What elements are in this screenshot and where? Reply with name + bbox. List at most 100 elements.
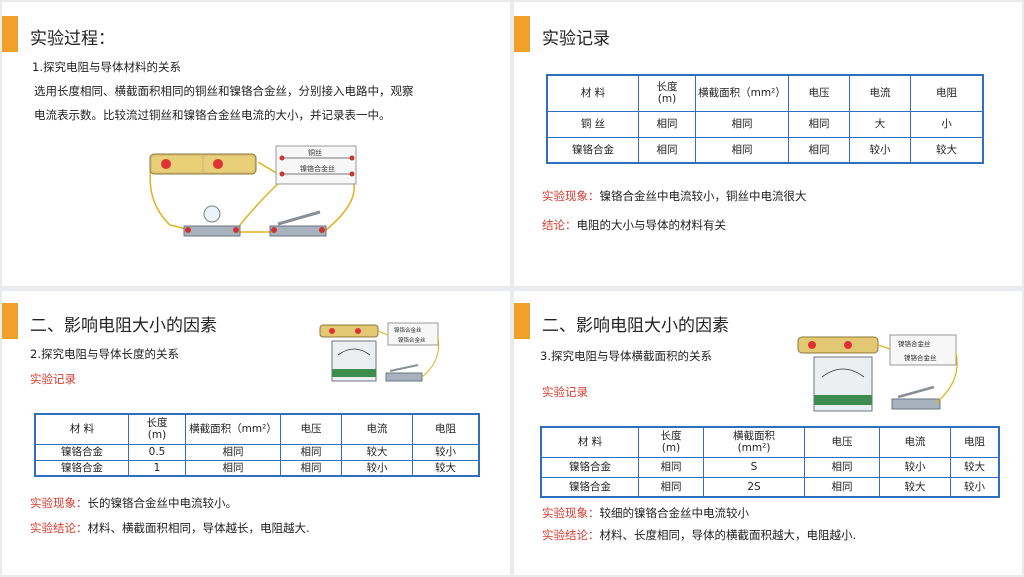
wire-board [387,322,439,346]
ammeter-circuit-illustration: 镍铬合金丝 镍铬合金丝 [797,334,958,412]
table-header: 电流 [341,413,413,445]
switch-base [385,372,423,382]
table-cell: 相同 [804,456,880,478]
table-header: 横截面积（mm²） [185,413,281,445]
record-heading: 实验记录 [542,385,588,399]
table-row: 镍铬合金 0.5 相同 相同 较大 较小 [34,443,480,461]
conclusion-line: 实验结论：材料、长度相同，导体的横截面积越大，电阻越小. [542,527,856,543]
slide-title: 实验过程： [30,29,115,49]
wire-label-copper: 铜丝 [308,148,322,157]
slide-title: 二、影响电阻大小的因素 [30,316,217,336]
table-cell: S [703,456,805,478]
wire-label-nichrome: 镍铬合金丝 [398,336,426,344]
table-row: 铜 丝 相同 相同 相同 大 小 [546,110,984,138]
conclusion-text: 电阻的大小与导体的材料有关 [576,218,727,232]
table-cell: 较大 [879,476,951,498]
record-table: 材 料 长度 (m) 横截面积（mm²） 电压 电流 电阻 镍铬合金 0.5 相… [34,413,480,477]
title-accent-bar [514,303,530,339]
phenomenon-label: 实验现象： [542,506,600,520]
ammeter-circuit-illustration: 镍铬合金丝 镍铬合金丝 [319,322,440,382]
table-cell: 相同 [695,110,789,138]
table-header: 电压 [788,74,850,112]
table-cell: 大 [849,110,911,138]
conclusion-label: 实验结论： [542,528,600,542]
table-header: 电压 [280,413,342,445]
table-header: 材 料 [34,413,129,445]
conclusion-line: 实验结论：材料、横截面积相同，导体越长，电阻越大. [30,520,310,536]
table-cell: 相同 [788,110,850,138]
table-cell: 1 [128,459,186,477]
body-line-2: 电流表示数。比较流过铜丝和镍铬合金丝电流的大小，并记录表一中。 [34,108,391,122]
wire-label-nichrome: 镍铬合金丝 [300,164,335,173]
table-header: 电阻 [950,426,1000,458]
table-row: 镍铬合金 相同 2S 相同 较大 较小 [540,476,1000,498]
table-cell: 相同 [638,476,704,498]
subtitle: 2.探究电阻与导体长度的关系 [30,347,179,361]
phenomenon-line: 实验现象：较细的镍铬合金丝中电流较小 [542,505,749,521]
table-cell: 0.5 [128,443,186,461]
table-cell: 较大 [412,459,480,477]
record-table: 材 料 长度 (m) 横截面积 (mm²) 电压 电流 电阻 镍铬合金 相同 S… [540,426,1000,498]
record-heading: 实验记录 [30,372,76,386]
battery-terminal-icon [213,159,223,169]
switch-lever-icon [897,385,935,399]
table-cell: 相同 [185,459,281,477]
phenomenon-text: 长的镍铬合金丝中电流较小。 [87,496,238,510]
table-header-row: 材 料 长度 (m) 横截面积 (mm²) 电压 电流 电阻 [540,426,1000,458]
table-cell: 小 [910,110,984,138]
switch-base [891,398,941,410]
slide-record-material: 实验记录 材 料 长度 (m) 横截面积（mm²） 电压 电流 电阻 铜 丝 相… [514,2,1022,286]
table-cell: 相同 [185,443,281,461]
slide-title: 二、影响电阻大小的因素 [542,316,729,336]
phenomenon-label: 实验现象： [542,189,600,203]
table-cell: 较小 [341,459,413,477]
ammeter-dial-icon [337,348,371,356]
table-header: 材 料 [540,426,639,458]
table-row: 镍铬合金 相同 S 相同 较小 较大 [540,456,1000,478]
table-cell: 较小 [849,136,911,164]
table-cell: 2S [703,476,805,498]
phenomenon-line: 实验现象：长的镍铬合金丝中电流较小。 [30,495,237,511]
table-cell: 镍铬合金 [540,476,639,498]
conclusion-label: 实验结论： [30,521,88,535]
conclusion-text: 材料、长度相同，导体的横截面积越大，电阻越小. [599,528,857,542]
table-cell: 镍铬合金 [34,443,129,461]
wire-label-nichrome: 镍铬合金丝 [898,339,931,348]
title-accent-bar [2,303,18,339]
table-header: 电流 [849,74,911,112]
ammeter-dial-icon [821,368,865,378]
phenomenon-text: 镍铬合金丝中电流较小，铜丝中电流很大 [599,189,807,203]
table-cell: 镍铬合金 [34,459,129,477]
wire-board [275,145,357,185]
wire-label-nichrome: 镍铬合金丝 [394,326,422,334]
table-row: 镍铬合金 1 相同 相同 较小 较大 [34,459,480,477]
table-row: 镍铬合金 相同 相同 相同 较小 较大 [546,136,984,164]
phenomenon-line: 实验现象：镍铬合金丝中电流较小，铜丝中电流很大 [542,188,807,204]
wire-label-nichrome: 镍铬合金丝 [904,353,937,362]
conclusion-text: 材料、横截面积相同，导体越长，电阻越大. [87,521,310,535]
table-header: 电流 [879,426,951,458]
table-header-row: 材 料 长度 (m) 横截面积（mm²） 电压 电流 电阻 [546,74,984,112]
body-line-1: 选用长度相同、横截面积相同的铜丝和镍铬合金丝，分别接入电路中，观察 [34,84,414,98]
table-header: 电阻 [412,413,480,445]
circuit-illustration: 铜丝 镍铬合金丝 [149,145,357,237]
table-cell: 镍铬合金 [546,136,639,164]
table-cell: 镍铬合金 [540,456,639,478]
table-header: 长度 (m) [638,74,696,112]
bulb-base [183,225,241,237]
switch-base [269,225,327,237]
title-accent-bar [2,16,18,52]
record-table: 材 料 长度 (m) 横截面积（mm²） 电压 电流 电阻 铜 丝 相同 相同 … [546,74,984,164]
table-header: 横截面积（mm²） [695,74,789,112]
table-cell: 较小 [879,456,951,478]
slide-cross-section: 二、影响电阻大小的因素 3.探究电阻与导体横截面积的关系 实验记录 镍铬合金丝 … [514,291,1022,575]
phenomenon-text: 较细的镍铬合金丝中电流较小 [599,506,750,520]
slide-length: 二、影响电阻大小的因素 2.探究电阻与导体长度的关系 实验记录 镍铬合金丝 镍铬… [2,291,510,575]
table-header: 电阻 [910,74,984,112]
table-cell: 较大 [341,443,413,461]
switch-lever-icon [277,210,321,226]
battery-pack [319,324,379,338]
subtitle: 3.探究电阻与导体横截面积的关系 [540,349,712,363]
subtitle: 1.探究电阻与导体材料的关系 [32,60,181,74]
table-header: 长度 (m) [638,426,704,458]
